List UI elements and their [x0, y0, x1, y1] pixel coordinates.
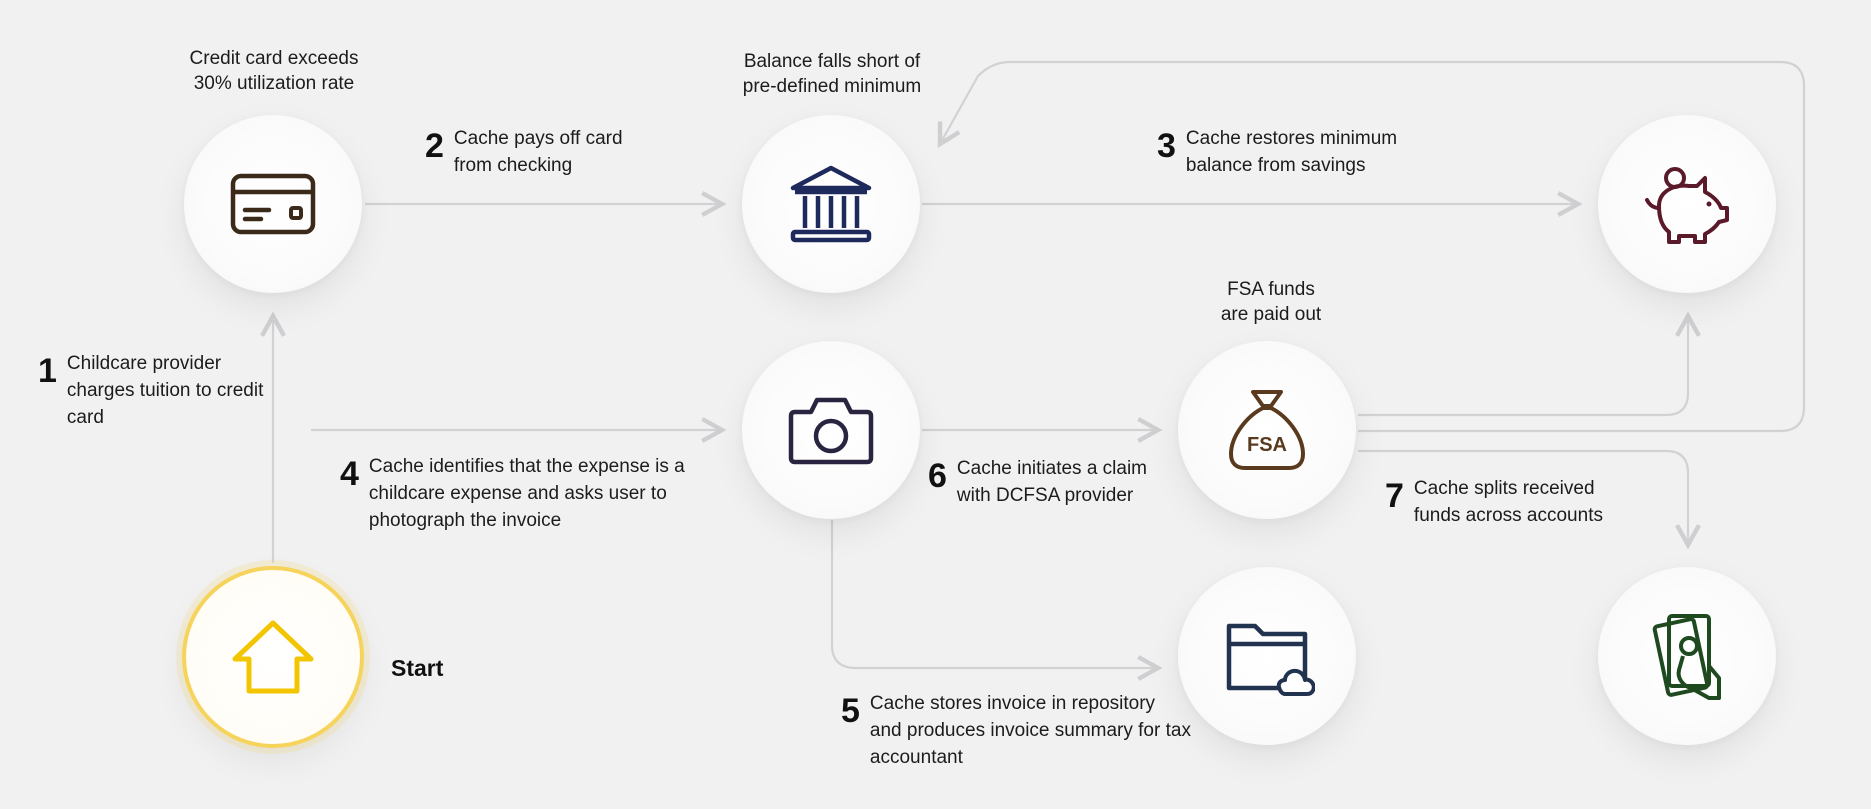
node-fsa: FSA: [1178, 341, 1356, 519]
arrow-fsa-loop-to-bank: [940, 60, 1806, 433]
fsa-bag-label: FSA: [1247, 434, 1287, 456]
step-6: 6 Cache initiates a claim with DCFSA pro…: [928, 455, 1178, 509]
node-camera: [742, 341, 920, 519]
step-5: 5 Cache stores invoice in repository and…: [841, 690, 1191, 771]
arrow-camera-to-folder: [830, 520, 1158, 668]
arrow-fsa-to-savings: [1358, 316, 1688, 417]
bank-icon: [790, 165, 872, 243]
cash-hand-icon: [1652, 614, 1721, 700]
step-7: 7 Cache splits received funds across acc…: [1385, 475, 1645, 529]
step-text: Cache identifies that the expense is a c…: [368, 456, 685, 531]
caption-balance: Balance falls short of pre-defined minim…: [742, 51, 922, 97]
step-text: Cache restores minimum balance from savi…: [1185, 128, 1398, 176]
step-4: 4 Cache identifies that the expense is a…: [340, 453, 710, 534]
house-icon: [232, 620, 314, 694]
node-credit-card: [184, 115, 362, 293]
caption-credit-card: Credit card exceeds 30% utilization rate: [189, 48, 359, 94]
step-number: 7: [1385, 477, 1404, 515]
arrow-fsa-to-cash: [1358, 449, 1688, 545]
step-number: 1: [38, 352, 57, 390]
caption-fsa: FSA funds are paid out: [1220, 279, 1322, 325]
node-home-start: [182, 566, 364, 748]
step-text: Cache stores invoice in repository and p…: [869, 693, 1191, 768]
step-text: Cache pays off card from checking: [453, 128, 623, 176]
credit-card-icon: [230, 173, 316, 235]
node-bank: [742, 115, 920, 293]
node-cash: [1598, 567, 1776, 745]
node-savings: [1598, 115, 1776, 293]
piggy-bank-icon: [1645, 167, 1729, 244]
step-text: Cache initiates a claim with DCFSA provi…: [956, 458, 1148, 506]
money-bag-icon: FSA: [1229, 390, 1305, 470]
step-text: Childcare provider charges tuition to cr…: [66, 353, 264, 428]
start-label: Start: [391, 655, 444, 681]
step-3: 3 Cache restores minimum balance from sa…: [1157, 125, 1447, 179]
node-folder: [1178, 567, 1356, 745]
step-text: Cache splits received funds across accou…: [1413, 478, 1603, 526]
cloud-folder-icon: [1226, 623, 1315, 696]
step-number: 4: [340, 455, 359, 493]
step-number: 5: [841, 692, 860, 730]
step-number: 2: [425, 127, 444, 165]
step-number: 6: [928, 457, 947, 495]
camera-icon: [788, 397, 874, 465]
step-number: 3: [1157, 127, 1176, 165]
step-2: 2 Cache pays off card from checking: [425, 125, 665, 179]
step-1: 1 Childcare provider charges tuition to …: [38, 350, 268, 431]
